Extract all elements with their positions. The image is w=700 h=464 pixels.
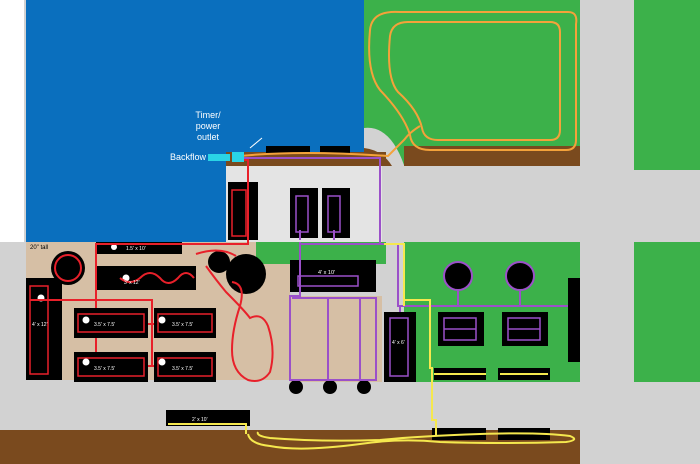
sprinkler-head [82,316,90,324]
purple-zone-branches [399,290,521,368]
timer-box [232,152,244,162]
bed-lawn-edge [568,278,580,362]
bed-35-b-label: 3.5' x 7.5' [172,322,193,328]
red-zone-main [30,159,249,367]
bed-35-c-label: 3.5' x 7.5' [94,366,115,372]
backflow-device [208,154,230,161]
pot-a [289,380,303,394]
bed-4x6-label: 4' x 6' [392,340,405,346]
patio-extension [290,296,382,382]
bed-bottom-long [166,410,250,426]
round-planter-lawn-a [443,261,473,291]
bed-top-long-label: 1.5' x 10' [126,246,146,252]
bed-3x12 [96,266,196,290]
bed-4x12-left-outline [29,285,49,375]
bed-35-c [74,352,148,382]
bed-35-b [154,308,216,338]
side-lawn-strip [256,242,386,264]
timer-label-2: power [196,121,221,131]
bed-bottom-long-label: 2' x 10' [192,417,208,423]
back-lawn [404,242,580,382]
planter-top-b [320,146,350,154]
purple-zone-patio [289,243,380,381]
bed-side-left [228,182,258,240]
orange-zone-loop-outer [368,10,578,151]
bed-35-d-outline [157,357,213,377]
bed-35-b-outline [157,313,213,333]
bed-35-a-outline [77,313,145,333]
bed-4x12-left [26,278,62,380]
yellow-zone-main [384,243,548,436]
neighbor-lawn-bottom [634,242,700,382]
neighbor-lawn-top [634,0,700,170]
pot-b [323,380,337,394]
orange-zone-feed [239,125,421,158]
bed-35-d [154,352,216,382]
round-planter-small [208,251,230,273]
sidewalk-right [580,0,634,464]
timer-callout-line [249,137,263,149]
sprinkler-head [158,316,166,324]
red-zone-wave [119,272,195,284]
bed-4x6-outline [389,317,409,377]
yellow-zone-bottom-loop [168,423,576,450]
planter-top-a [266,146,310,154]
lawn-curve-edge [364,127,404,166]
round-planter-lawn-b [505,261,535,291]
bed-4x10-label: 4' x 10' [318,270,335,276]
orange-zone-loop-inner [388,21,561,141]
round-planter-left-ring [54,254,82,282]
left-margin [0,0,24,242]
timer-label-1: Timer/ [195,110,221,120]
front-lawn [364,0,580,165]
bed-35-c-outline [77,357,145,377]
backflow-label: Backflow [170,152,207,162]
sprinkler-head [82,358,90,366]
bed-side-left-outline [231,189,247,237]
bed-35-d-label: 3.5' x 7.5' [172,366,193,372]
round-planter-left [51,251,85,285]
sprinkler-head [158,358,166,366]
bed-4x12-label: 4' x 12' [32,322,48,328]
red-zone-loop [205,265,274,382]
pot-c [357,380,371,394]
bed-4x6 [384,312,416,382]
bed-4x10-outline [297,275,359,287]
wall-height-label: 20" tall [30,245,48,251]
bed-side-mid-a-outline [295,195,309,233]
bed-35-a-label: 3.5' x 7.5' [94,322,115,328]
sprinkler-head [111,244,117,250]
timer-label-3: outlet [197,132,220,142]
bed-3x12-label: 3' x 12' [124,280,140,286]
mulch-strip-bottom [0,430,580,464]
round-planter-large [226,254,266,294]
